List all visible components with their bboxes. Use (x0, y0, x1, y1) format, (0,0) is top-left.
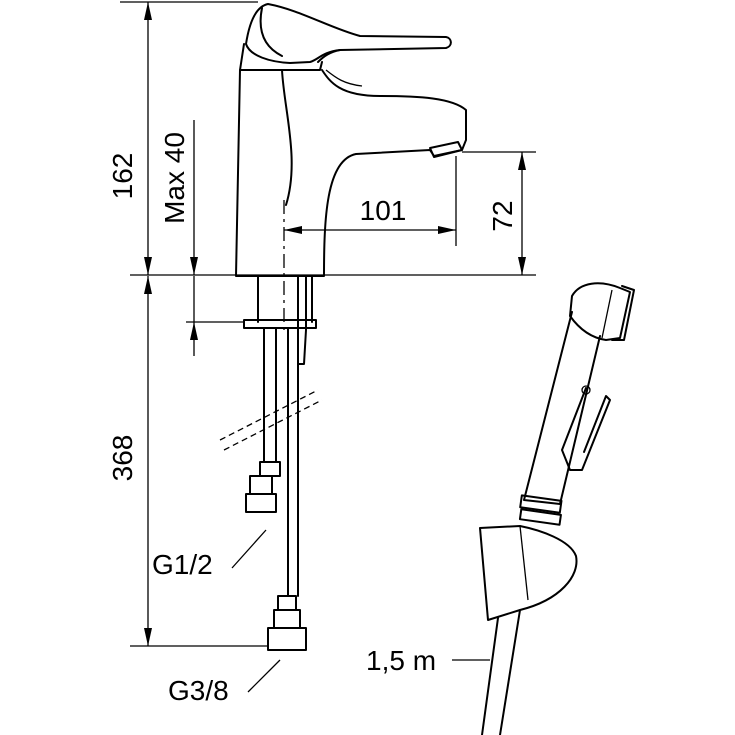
dim-72-label: 72 (487, 200, 518, 231)
aerator (429, 141, 463, 158)
hose-length-label: 1,5 m (366, 645, 436, 676)
shower-holder (479, 525, 578, 621)
g38-callout: G3/8 (168, 659, 281, 706)
dimension-368: 368 (107, 276, 268, 647)
mounting-nut (243, 319, 317, 329)
faucet-body (235, 69, 467, 277)
below-deck-assembly (186, 275, 323, 651)
dim-368-label: 368 (107, 435, 138, 482)
dimension-max40: Max 40 (159, 120, 198, 275)
dim-max40-label: Max 40 (159, 132, 190, 224)
g12-callout: G1/2 (152, 529, 267, 580)
faucet (235, 3, 467, 330)
connection-nut (267, 627, 307, 651)
faucet-cartridge (239, 43, 323, 71)
hose-length-callout: 1,5 m (366, 645, 490, 676)
hand-shower (479, 282, 635, 735)
inlet-fitting (245, 493, 277, 513)
shower-body (523, 311, 601, 505)
dimension-72: 72 (462, 151, 536, 275)
dim-162-label: 162 (107, 153, 138, 200)
faucet-lever (245, 3, 452, 64)
shower-trigger (561, 387, 611, 471)
shower-hose (481, 609, 521, 735)
dimension-162: 162 (107, 1, 258, 275)
shower-head (569, 282, 631, 341)
dimension-101: 101 (284, 156, 457, 246)
g12-label: G1/2 (152, 549, 213, 580)
g38-label: G3/8 (168, 675, 229, 706)
dim-101-label: 101 (360, 195, 407, 226)
